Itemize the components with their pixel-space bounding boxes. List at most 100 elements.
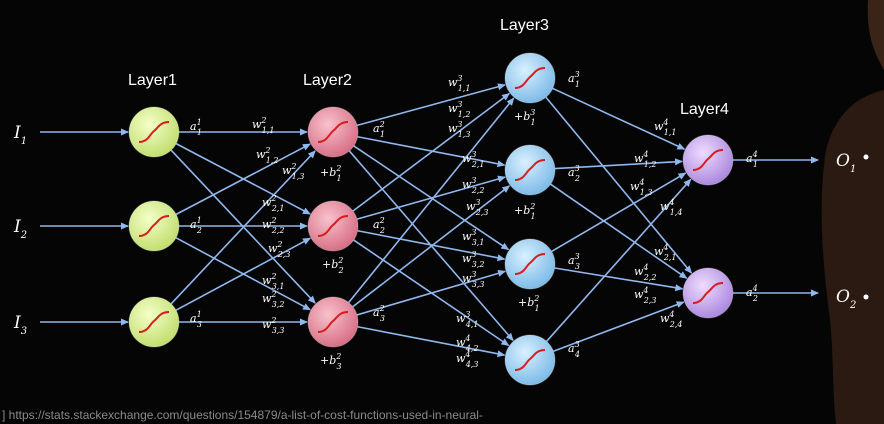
l2-l3-arrow-1-1 bbox=[356, 83, 506, 127]
layer4-title: Layer4 bbox=[680, 101, 729, 118]
l1-l2-arrow-3-1 bbox=[170, 150, 316, 305]
presenter-silhouette bbox=[821, 0, 884, 424]
sigmoid-curve-icon bbox=[514, 253, 546, 275]
sigmoid-curve-icon bbox=[317, 121, 349, 143]
layer3-neuron-4 bbox=[504, 334, 556, 386]
input-label-1: I1 bbox=[13, 123, 27, 147]
l2-l3-arrow-1-2 bbox=[357, 135, 506, 168]
layer1-neuron-3 bbox=[128, 296, 180, 348]
l2-l3-arrow-2-2 bbox=[356, 175, 506, 220]
l2-l3-arrow-3-4 bbox=[357, 325, 506, 358]
l3-l4-arrow-2-2 bbox=[550, 183, 688, 279]
layer1-title: Layer1 bbox=[128, 72, 177, 89]
l2-l3-arrow-3-3 bbox=[356, 269, 507, 316]
layer1-neuron-1 bbox=[128, 106, 180, 158]
layer2-neuron-1 bbox=[307, 106, 359, 158]
sigmoid-curve-icon bbox=[138, 311, 170, 333]
source-url-caption: ] https://stats.stackexchange.com/questi… bbox=[2, 408, 483, 422]
l2-l3-arrow-2-1 bbox=[352, 92, 511, 212]
l3-l4-arrow-2-1 bbox=[554, 158, 684, 170]
layer2-neuron-3 bbox=[307, 296, 359, 348]
sigmoid-curve-icon bbox=[692, 149, 724, 171]
sigmoid-curve-icon bbox=[317, 311, 349, 333]
input-label-2: I2 bbox=[13, 217, 27, 241]
l3-l4-arrow-3-1 bbox=[551, 172, 687, 253]
l3-l4-arrow-4-2 bbox=[553, 301, 685, 352]
sigmoid-curve-icon bbox=[138, 215, 170, 237]
l3-l4-arrow-1-2 bbox=[545, 96, 693, 274]
sigmoid-curve-icon bbox=[514, 349, 546, 371]
l2-l3-arrow-3-2 bbox=[352, 185, 511, 308]
neuron-nodes bbox=[128, 52, 734, 386]
input-label-3: I3 bbox=[13, 313, 27, 337]
output-label-2: O2 bbox=[836, 287, 856, 311]
l3-l4-arrow-4-1 bbox=[546, 178, 692, 342]
layer1-neuron-2 bbox=[128, 200, 180, 252]
l3-l4-arrow-1-1 bbox=[552, 87, 686, 150]
sigmoid-curve-icon bbox=[692, 282, 724, 304]
sigmoid-curve-icon bbox=[514, 159, 546, 181]
layer3-neuron-3 bbox=[504, 238, 556, 290]
layer3-neuron-1 bbox=[504, 52, 556, 104]
layer2-title: Layer2 bbox=[303, 72, 352, 89]
output-label-1: O1 bbox=[836, 151, 856, 175]
l3-l4-arrow-3-2 bbox=[554, 267, 684, 292]
sigmoid-curve-icon bbox=[138, 121, 170, 143]
l2-l3-arrow-3-1 bbox=[348, 97, 515, 304]
l1-l2-arrow-3-2 bbox=[175, 237, 311, 311]
layer3-neuron-2 bbox=[504, 144, 556, 196]
sigmoid-curve-icon bbox=[317, 215, 349, 237]
layer4-neuron-2 bbox=[682, 267, 734, 319]
l1-l2-arrow-2-1 bbox=[175, 143, 311, 216]
l2-l3-arrow-2-3 bbox=[357, 229, 506, 262]
